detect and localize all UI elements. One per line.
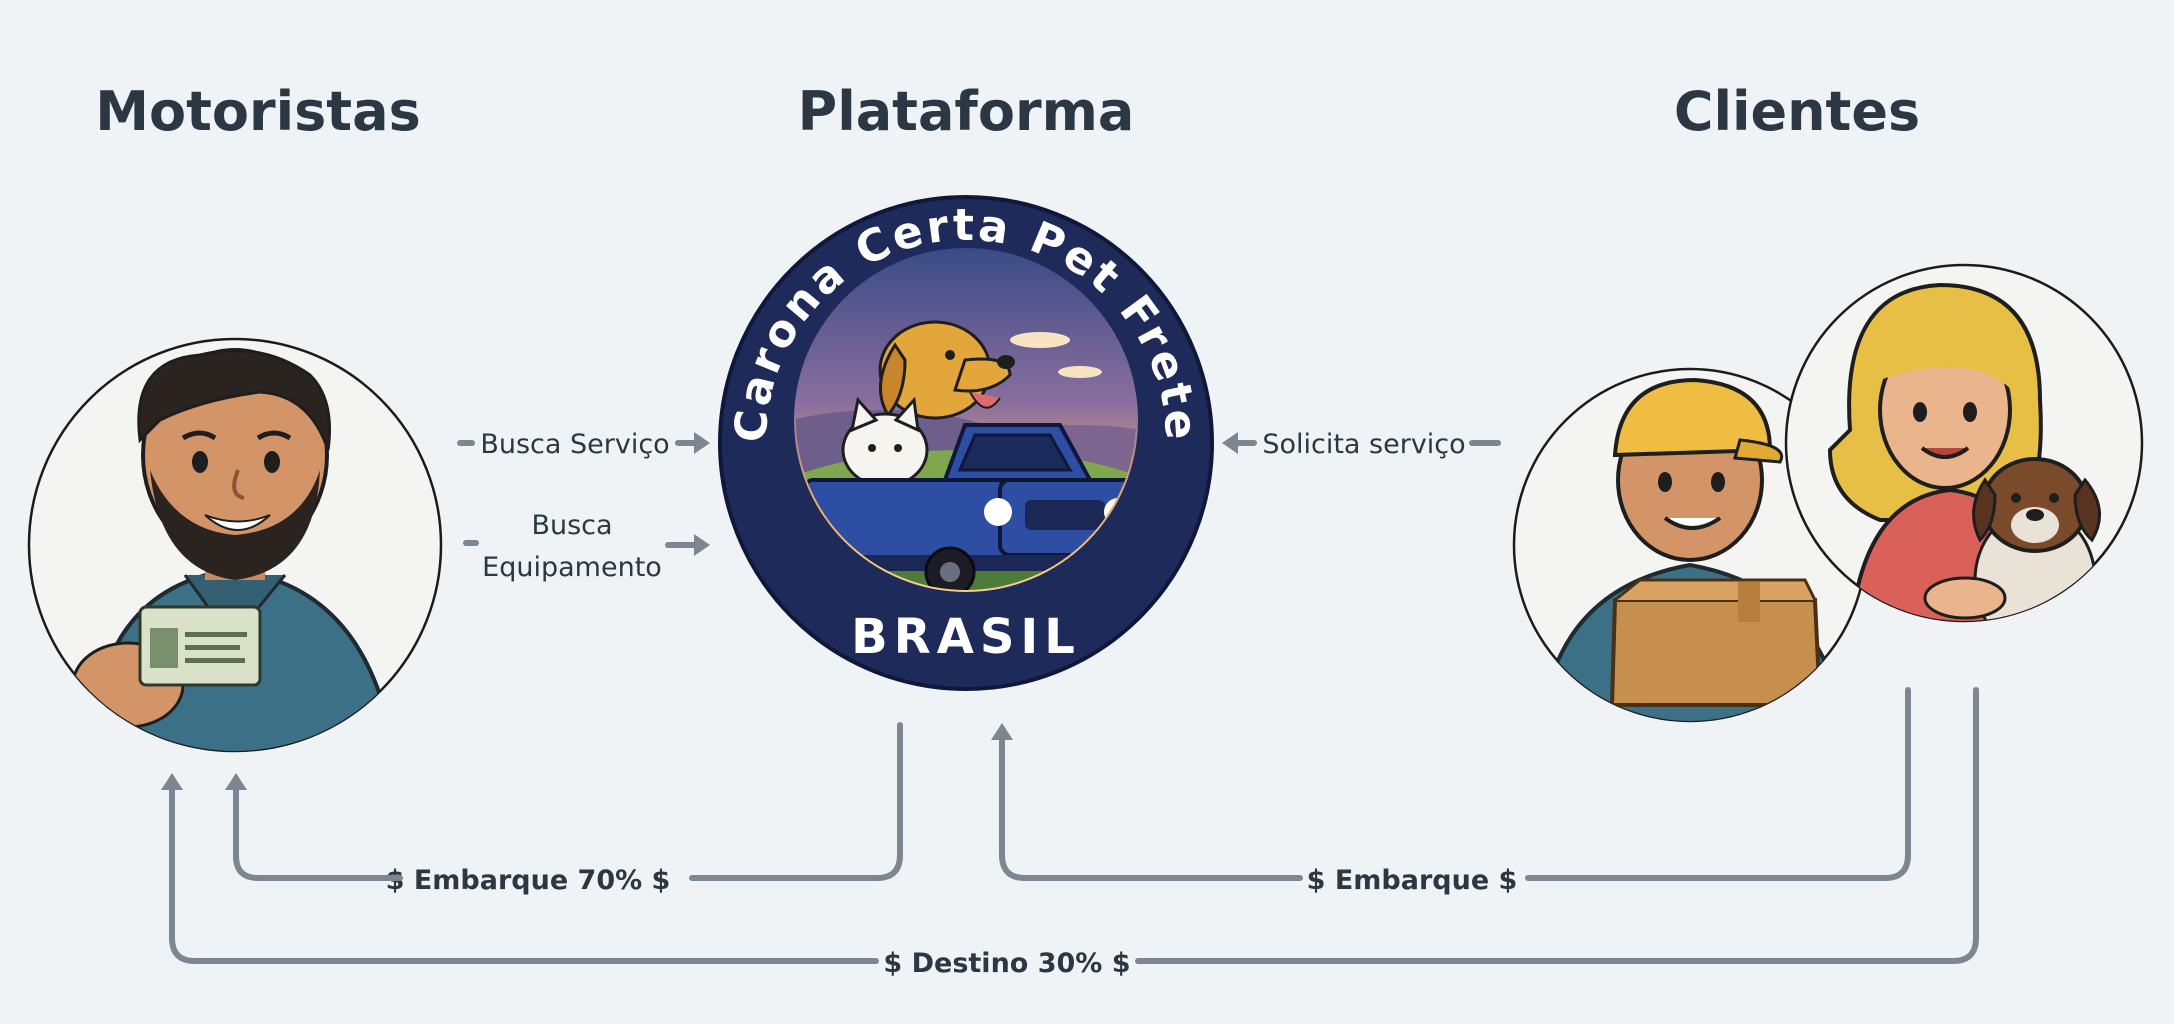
label-destino-30: $ Destino 30% $ xyxy=(883,948,1130,979)
heading-plataforma: Plataforma xyxy=(798,80,1135,143)
label-embarque: $ Embarque $ xyxy=(1307,865,1518,896)
driver-with-license-illustration xyxy=(27,337,443,753)
woman-with-dog-illustration xyxy=(1784,263,2144,623)
label-embarque-70: $ Embarque 70% $ xyxy=(386,865,671,896)
dog-and-cat-in-pickup-truck-logo: Carona Certa Pet Frete BRASIL xyxy=(718,195,1214,691)
flow-destino-30: $ Destino 30% $ xyxy=(161,687,1979,979)
flow-busca-servico-arrowhead xyxy=(694,432,710,454)
flow-busca-servico: Busca Serviço xyxy=(457,429,710,460)
flow-embarque-right xyxy=(1525,687,1911,881)
flow-embarque-70-left xyxy=(233,787,403,881)
flow-embarque-70-arrowhead xyxy=(225,773,247,790)
heading-motoristas: Motoristas xyxy=(95,80,420,143)
flow-destino-30-right xyxy=(1135,687,1979,964)
flow-destino-30-arrowhead xyxy=(161,773,183,790)
flow-embarque-arrowhead xyxy=(991,723,1013,740)
flow-embarque-70: $ Embarque 70% $ xyxy=(225,722,903,896)
flow-solicita-servico: Solicita serviço xyxy=(1222,429,1501,460)
flow-destino-30-left xyxy=(169,787,879,964)
label-solicita-servico: Solicita serviço xyxy=(1262,429,1465,460)
label-busca-servico: Busca Serviço xyxy=(480,429,669,460)
label-busca-equipamento-line1: Busca xyxy=(531,510,612,541)
delivery-person-with-box-illustration xyxy=(1512,367,1868,723)
flow-busca-equipamento-arrowhead xyxy=(694,534,710,556)
flow-solicita-servico-arrowhead xyxy=(1222,432,1238,454)
flow-embarque-left xyxy=(999,737,1303,881)
flow-busca-equipamento: Busca Equipamento xyxy=(463,510,710,583)
heading-clientes: Clientes xyxy=(1674,80,1920,143)
logo-bottom-text: BRASIL xyxy=(851,609,1081,665)
label-busca-equipamento-line2: Equipamento xyxy=(482,552,662,583)
flow-embarque: $ Embarque $ xyxy=(991,687,1911,896)
flow-embarque-70-right xyxy=(689,722,903,881)
